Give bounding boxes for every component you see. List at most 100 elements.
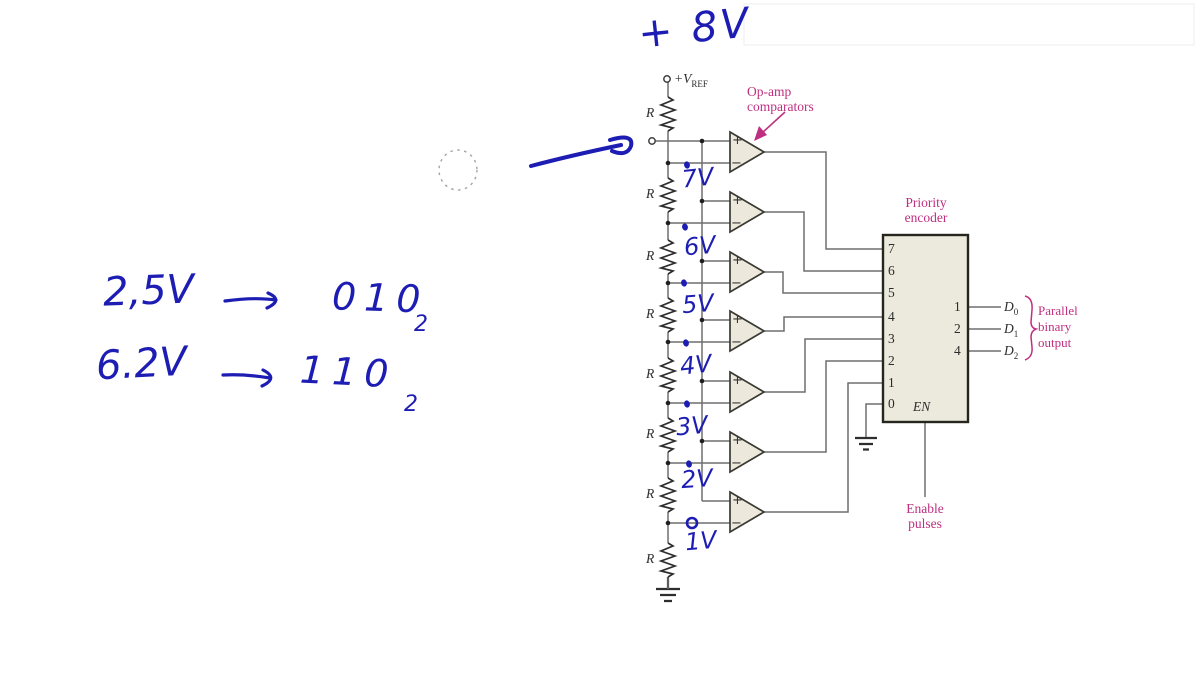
pbo-line3: output: [1038, 335, 1072, 350]
ladder-tap-dot-1: [665, 160, 671, 166]
comparator-minus-sign-5: −: [731, 396, 742, 411]
encoder-output-4: 4: [954, 343, 961, 358]
encoder-title-line1: Priority: [905, 195, 947, 210]
bus-junction-dot-3: [699, 258, 705, 264]
comparator-minus-sign-3: −: [731, 276, 742, 291]
ladder-tap-dot-3: [665, 280, 671, 286]
resistor-zigzag-1: [658, 96, 678, 132]
signal-d2: D2: [1004, 343, 1018, 364]
encoder-zero-and-enable-wires: [865, 403, 926, 497]
pbo-line1: Parallel: [1038, 303, 1078, 318]
resistor-zigzag-4: [658, 297, 678, 333]
resistor-zigzag-6: [658, 417, 678, 453]
resistor-zigzag-3: [658, 239, 678, 275]
bus-junction-dot-5: [699, 378, 705, 384]
ladder-tap-dot-2: [665, 220, 671, 226]
ghost-panel-outline: [743, 3, 1195, 46]
comparator-plus-sign-4: +: [732, 312, 743, 327]
pbo-line2: binary: [1038, 319, 1072, 334]
opamp-label-line2: comparators: [747, 99, 814, 114]
encoder-input-7: 7: [888, 241, 895, 256]
signal-d2-sub: 2: [1013, 351, 1019, 361]
comparator-output-routes: [764, 151, 883, 513]
comparator-minus-sign-1: −: [731, 156, 742, 171]
encoder-input-3: 3: [888, 331, 895, 346]
opamp-pointer-arrow: [761, 111, 786, 134]
resistor-label-4: R: [646, 306, 655, 321]
output-brace: [1024, 295, 1039, 361]
resistor-label-8: R: [646, 551, 655, 566]
example1-base-subscript: 2: [414, 312, 428, 337]
signal-d1-sub: 1: [1013, 329, 1019, 339]
analog-input-terminal: [648, 137, 656, 145]
comparator-plus-sign-3: +: [732, 253, 743, 268]
signal-d1-base: D: [1004, 321, 1014, 336]
opamp-pointer-arrowhead: [754, 126, 767, 141]
dotted-circle: [438, 149, 478, 191]
tap-ink-dot-4: [683, 339, 689, 347]
tap-voltage-5v: 5V: [681, 288, 715, 320]
signal-d0-sub: 0: [1013, 307, 1019, 317]
vref-terminal: [663, 75, 671, 83]
tap-voltage-4v: 4V: [678, 349, 714, 381]
resistor-zigzag-2: [658, 177, 678, 213]
encoder-input-5: 5: [888, 285, 895, 300]
enable-pin-label: EN: [913, 399, 931, 414]
resistor-label-5: R: [646, 366, 655, 381]
comparator-minus-sign-7: −: [731, 516, 742, 531]
resistor-label-2: R: [646, 186, 655, 201]
signal-d1: D1: [1004, 321, 1018, 342]
tap-voltage-3v: 3V: [674, 410, 709, 442]
example1-input: 2,5V: [102, 266, 195, 316]
tap-voltage-7v: 7V: [680, 162, 716, 194]
tap-ink-dot-2: [682, 223, 688, 231]
priority-encoder-box: [881, 233, 970, 424]
enable-pulses-line2: pulses: [908, 516, 942, 531]
comparator-minus-sign-6: −: [731, 456, 742, 471]
tap-ink-dot-5: [684, 400, 690, 408]
resistor-zigzag-8: [658, 542, 678, 578]
ladder-tap-dot-6: [665, 460, 671, 466]
encoder-input-2: 2: [888, 353, 895, 368]
encoder-ground-icon: [855, 436, 877, 451]
tap-voltage-1v: 1V: [683, 525, 718, 557]
resistor-label-7: R: [646, 486, 655, 501]
vref-subscript: REF: [691, 79, 708, 89]
encoder-input-4: 4: [888, 309, 895, 324]
vref-text: +V: [674, 71, 692, 86]
encoder-input-6: 6: [888, 263, 895, 278]
example2-input: 6.2V: [94, 338, 189, 390]
comparator-plus-sign-2: +: [732, 193, 743, 208]
resistor-label-3: R: [646, 248, 655, 263]
signal-d0-base: D: [1004, 299, 1014, 314]
ladder-tap-dot-5: [665, 400, 671, 406]
comparator-plus-sign-5: +: [732, 373, 743, 388]
comparator-triangle-4: [729, 309, 766, 353]
comparator-triangle-2: [729, 190, 766, 234]
resistor-zigzag-7: [658, 477, 678, 513]
encoder-input-1: 1: [888, 375, 895, 390]
encoder-output-2: 2: [954, 321, 961, 336]
tap-ink-dot-1: [684, 161, 690, 169]
signal-d2-base: D: [1004, 343, 1014, 358]
comparator-plus-sign-6: +: [732, 433, 743, 448]
tap-1v-ink-circle: [685, 516, 699, 530]
bus-junction-dot-4: [699, 317, 705, 323]
encoder-input-0: 0: [888, 396, 895, 411]
comparator-triangle-5: [729, 370, 766, 414]
comparator-plus-sign-1: +: [732, 133, 743, 148]
tap-voltage-6v: 6V: [682, 230, 717, 262]
comparator-plus-sign-7: +: [732, 493, 743, 508]
encoder-title-line2: encoder: [904, 210, 948, 225]
resistor-label-6: R: [646, 426, 655, 441]
ladder-tap-dot-4: [665, 339, 671, 345]
bus-junction-dot-6: [699, 438, 705, 444]
example2-arrow: [221, 368, 273, 388]
ladder-tap-dot-7: [665, 520, 671, 526]
